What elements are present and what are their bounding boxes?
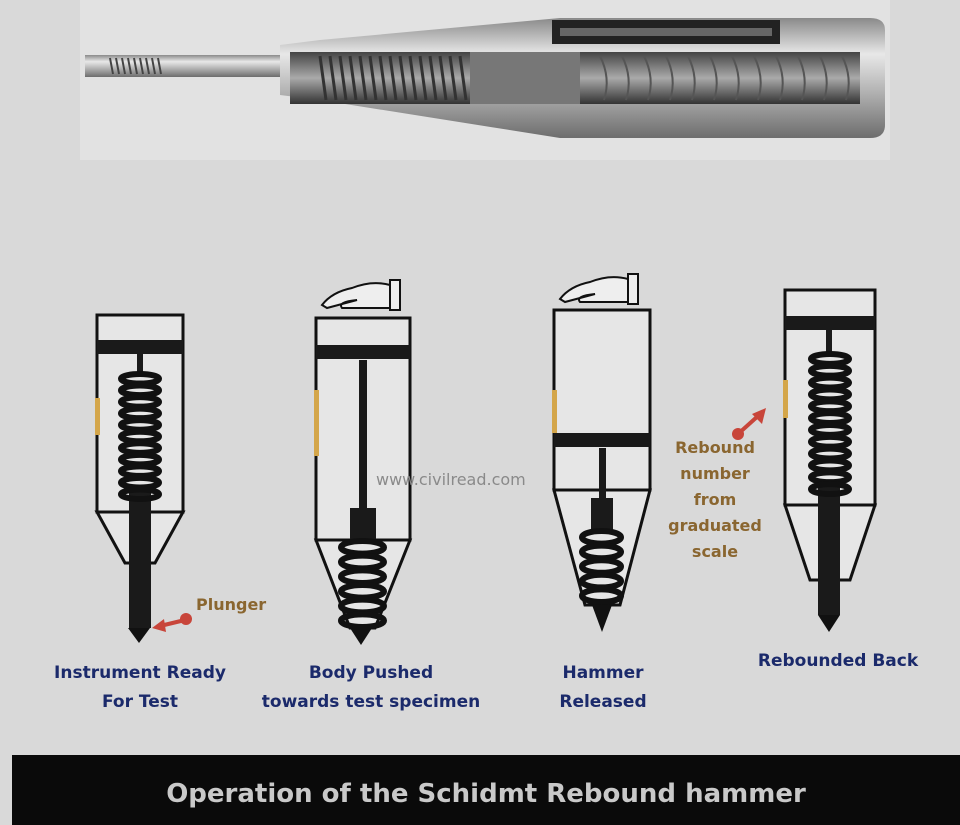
hand-shape [558,276,629,304]
spring-coil [808,481,852,498]
spring-coil [819,55,828,101]
stage-1-label: Instrument Ready [54,663,226,683]
plunger-tip [128,628,150,643]
spring-coil [687,55,696,101]
figure-title: Operation of the Schidmt Rebound hammer [166,779,806,809]
plunger-tip [592,605,612,632]
plunger-arrow [152,613,192,632]
hammer-mass [554,433,650,447]
spring [579,528,624,606]
stage-3-label: Released [559,692,646,712]
spring-coil [408,55,418,101]
rebound-line: graduated [668,516,762,535]
spring-coil [438,55,448,101]
hammer-mass [316,345,410,359]
hammer-photo [80,0,890,160]
guide-rod [599,448,606,500]
rod-block [350,508,376,540]
rebound-arrow [732,408,766,440]
hand-shape [320,282,391,310]
stage-1-diagram [94,313,186,643]
internal-springs [109,55,850,101]
spring-coil [348,55,358,101]
plunger-label: Plunger [196,595,266,614]
spring-coil [621,55,630,101]
thread [151,57,156,75]
stage-3-label: Hammer [562,663,644,683]
spring-coil [709,55,718,101]
spring-coil [398,55,408,101]
spring-coil [731,55,740,101]
stage-1-label: For Test [102,692,178,712]
rebound-line: number [680,464,750,483]
spring [808,351,852,498]
stage-3-diagram [552,273,652,632]
spring-coil [665,55,674,101]
guide-rod [359,360,367,510]
spring-coil [318,55,328,101]
stage-2-diagram [313,279,413,645]
watermark: www.civilread.com [376,470,526,489]
guide-rod [826,330,832,355]
spring [118,371,162,502]
rebound-annotation: Rebound number from graduated scale [668,438,762,561]
thread [139,57,144,75]
plunger-rod [85,55,285,77]
spring-coil [418,55,428,101]
thread [145,57,150,75]
scale-mark [95,398,100,435]
spring-coil [338,55,348,101]
spring-coil [841,55,850,101]
thread [109,57,114,75]
spring-coil [118,486,162,502]
scale-mark [783,380,788,418]
spring [338,538,387,631]
hand-icon [320,279,401,311]
plunger-tip [818,615,840,632]
spring-coil [338,611,387,631]
stage-4-label: Rebounded Back [758,651,919,671]
hammer-mass [785,316,875,330]
rebound-line: scale [692,542,738,561]
spring-coil [753,55,762,101]
thread [127,57,132,75]
hammer-mass [97,340,183,354]
scale-mark [552,390,557,433]
hand-cuff [389,279,401,311]
guide-rod [137,352,143,375]
rod-block [591,498,613,530]
plunger-tip [350,628,372,645]
spring-coil [428,55,438,101]
plunger [129,490,151,628]
hammer-mass [470,52,580,104]
spring-coil [378,55,388,101]
thread [121,57,126,75]
spring-coil [775,55,784,101]
spring-coil [643,55,652,101]
spring-coil [458,55,468,101]
stage-4-diagram [782,288,878,632]
spring-coil [388,55,398,101]
rebound-line: from [694,490,737,509]
spring-coil [599,55,608,101]
spring-coil [579,586,624,606]
rebound-line: Rebound [675,438,755,457]
stage-2-label: towards test specimen [262,692,480,712]
spring-coil [368,55,378,101]
thread [115,57,120,75]
plunger [818,480,840,615]
thread [133,57,138,75]
scale-mark [314,390,319,456]
spring-coil [448,55,458,101]
hand-icon [558,273,639,305]
title-bar [12,755,960,825]
spring-coil [358,55,368,101]
hand-cuff [627,273,639,305]
spring-coil [328,55,338,101]
spring-coil [797,55,806,101]
stage-2-label: Body Pushed [309,663,433,683]
thread [157,57,162,75]
